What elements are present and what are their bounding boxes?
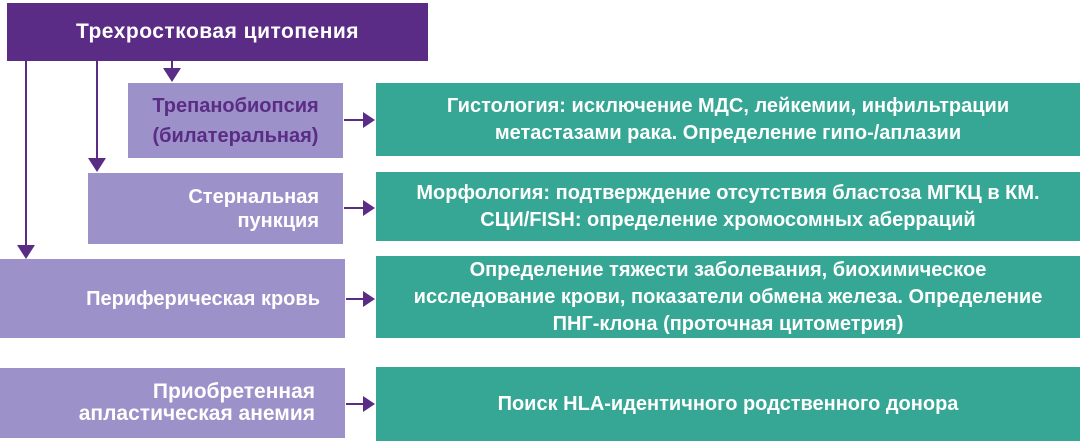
right-arrowhead-icon-row2 — [363, 200, 375, 216]
right-arrowhead-icon-row3 — [363, 291, 375, 307]
right-connector-line-row3 — [346, 298, 364, 300]
root-box-label: Трехростковая цитопения — [75, 20, 360, 43]
result-box-severity: Определение тяжести заболевания, биохими… — [376, 256, 1080, 338]
root-box-cytopenia: Трехростковая цитопения — [7, 3, 428, 61]
result-box-label: Гистология: исключение МДС, лейкемии, ин… — [446, 94, 1010, 144]
result-box-hla-donor: Поиск HLA-идентичного родственного донор… — [376, 367, 1080, 441]
down-connector-line-row3 — [25, 61, 27, 246]
down-arrowhead-icon-row3 — [17, 245, 35, 259]
result-box-histology: Гистология: исключение МДС, лейкемии, ин… — [376, 83, 1080, 156]
result-box-label: Морфология: подтверждение отсутствия бла… — [416, 181, 1040, 231]
source-box-sternal-puncture: Стернальная пункция — [88, 173, 343, 244]
right-arrowhead-icon-row1 — [363, 112, 375, 128]
right-arrowhead-icon-row4 — [363, 396, 375, 412]
down-arrowhead-icon-row1 — [163, 68, 181, 82]
right-connector-line-row1 — [344, 119, 364, 121]
source-box-aplastic-anemia: Приобретенная апластическая анемия — [0, 368, 345, 438]
result-box-label: Определение тяжести заболевания, биохими… — [413, 258, 1043, 335]
result-box-label: Поиск HLA-идентичного родственного донор… — [497, 392, 959, 415]
source-box-label: Стернальная пункция — [188, 185, 319, 232]
result-box-morphology: Морфология: подтверждение отсутствия бла… — [376, 172, 1080, 241]
source-box-trephine-biopsy: Трепанобиопсия (билатеральная) — [128, 83, 343, 158]
source-box-label: Периферическая кровь — [86, 287, 320, 310]
right-connector-line-row4 — [346, 403, 364, 405]
right-connector-line-row2 — [344, 207, 364, 209]
down-arrowhead-icon-row2 — [88, 158, 106, 172]
source-box-label: Трепанобиопсия (билатеральная) — [152, 94, 319, 147]
down-connector-line-row2 — [96, 61, 98, 159]
source-box-peripheral-blood: Периферическая кровь — [0, 259, 345, 338]
source-box-label: Приобретенная апластическая анемия — [78, 380, 315, 425]
down-connector-line-row1 — [171, 61, 173, 69]
